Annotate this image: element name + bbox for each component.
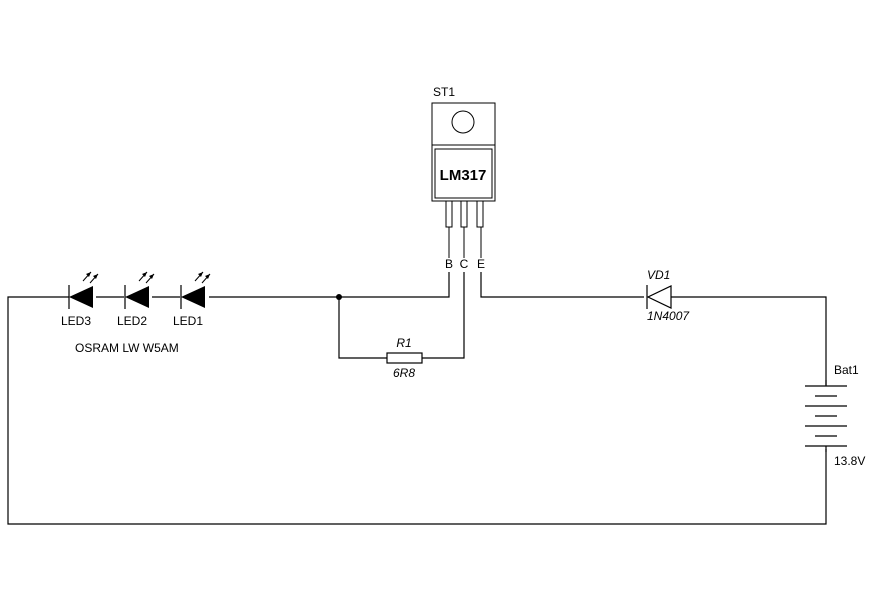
diode-vd1: VD1 1N4007: [646, 268, 690, 323]
battery-bat1: Bat1 13.8V: [805, 363, 865, 468]
led-note-label: OSRAM LW W5AM: [75, 341, 179, 355]
led-led2: LED2: [117, 271, 155, 328]
led-ref-label: LED3: [61, 314, 91, 328]
light-rays-icon: [138, 271, 155, 284]
resistor-value-label: 6R8: [393, 366, 415, 380]
junction-dot: [336, 294, 342, 300]
pin-label-e: E: [477, 257, 485, 271]
battery-ref-label: Bat1: [834, 363, 859, 377]
led-led3: LED3: [61, 271, 99, 328]
battery-voltage-label: 13.8V: [834, 454, 865, 468]
pin-label-c: C: [460, 257, 469, 271]
led-led1: LED1: [173, 271, 211, 328]
light-rays-icon: [82, 271, 99, 284]
light-rays-icon: [194, 271, 211, 284]
pin-label-b: B: [445, 257, 453, 271]
regulator-part-label: LM317: [440, 167, 487, 184]
circuit-wires: [7, 272, 827, 525]
resistor-ref-label: R1: [396, 336, 411, 350]
resistor-r1: R1 6R8: [386, 336, 423, 380]
regulator-lm317: ST1 LM317 B C E: [431, 85, 496, 271]
led-ref-label: LED1: [173, 314, 203, 328]
diode-part-label: 1N4007: [647, 309, 690, 323]
regulator-ref-label: ST1: [433, 85, 455, 99]
diode-ref-label: VD1: [647, 268, 670, 282]
led-ref-label: LED2: [117, 314, 147, 328]
